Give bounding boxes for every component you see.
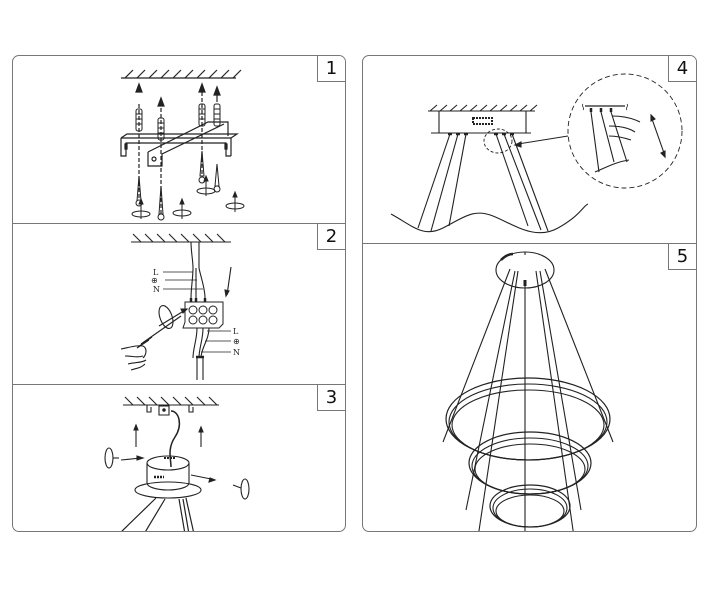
mains-cable-icon <box>191 242 205 302</box>
rotate-arrow-icons <box>132 176 244 219</box>
bracket-mounting-illustration <box>13 56 346 223</box>
detail-marker-icon <box>484 129 512 153</box>
ceiling-hatch-icon <box>428 105 537 111</box>
finished-pendant-illustration <box>363 244 697 532</box>
mounting-bracket-icon <box>121 122 237 166</box>
step-panel-2: 2 L ⊕ N <box>13 223 345 384</box>
step-number-2: 2 <box>317 224 345 250</box>
canopy-icon <box>135 456 201 498</box>
cable-adjust-illustration <box>363 56 697 243</box>
screwdriver-icon <box>137 316 181 348</box>
output-wire-labels <box>201 331 231 352</box>
middle-ring-icon <box>469 432 591 494</box>
input-wire-labels <box>163 272 203 289</box>
suspension-cables-icon <box>418 134 548 231</box>
left-column: 1 <box>12 55 346 532</box>
step-panel-5: 5 <box>363 243 696 532</box>
supply-wire-icon <box>170 411 179 467</box>
ceiling-hatch-icon <box>121 70 241 78</box>
suspension-cables-icon <box>119 498 194 532</box>
canopy-box-icon <box>431 111 531 133</box>
step-number-1: 1 <box>317 56 345 82</box>
detail-pointer-line <box>518 136 568 144</box>
lamp-cable-icon <box>193 328 209 380</box>
wall-plug-icons <box>136 104 220 140</box>
step-number-4: 4 <box>668 56 696 82</box>
terminal-block-icon <box>183 302 223 328</box>
ceiling-hatch-icon <box>123 397 219 405</box>
ceiling-hatch-icon <box>131 234 231 242</box>
small-ring-icon <box>490 485 570 527</box>
mounted-bracket-icon <box>147 405 193 415</box>
step-number-3: 3 <box>317 385 345 411</box>
rotate-arrow-icon <box>156 304 187 331</box>
step-panel-4: 4 <box>363 56 696 243</box>
up-arrow-icons <box>134 425 203 447</box>
detail-magnifier-icon <box>568 74 682 188</box>
earth-label-top: ⊕ <box>151 276 158 285</box>
neutral-label-bottom: N <box>233 348 240 357</box>
neutral-label-top: N <box>153 285 160 294</box>
wiring-illustration: L ⊕ N L ⊕ N <box>13 224 240 385</box>
live-label-top: L <box>153 268 159 277</box>
earth-label-bottom: ⊕ <box>233 337 240 346</box>
side-screw-icons <box>121 456 215 482</box>
step-number-5: 5 <box>668 244 696 270</box>
canopy-attach-illustration <box>13 385 346 532</box>
large-ring-icon <box>446 378 610 460</box>
up-arrow-icons <box>136 84 220 216</box>
rotate-arrow-icons <box>105 448 249 499</box>
right-column: 4 <box>362 55 697 532</box>
step-panel-3: 3 <box>13 384 345 532</box>
hand-icon <box>121 346 146 370</box>
suspension-cables-icon <box>443 269 613 532</box>
live-label-bottom: L <box>233 327 239 336</box>
ring-edge-icon <box>391 204 588 233</box>
step-panel-1: 1 <box>13 56 345 223</box>
